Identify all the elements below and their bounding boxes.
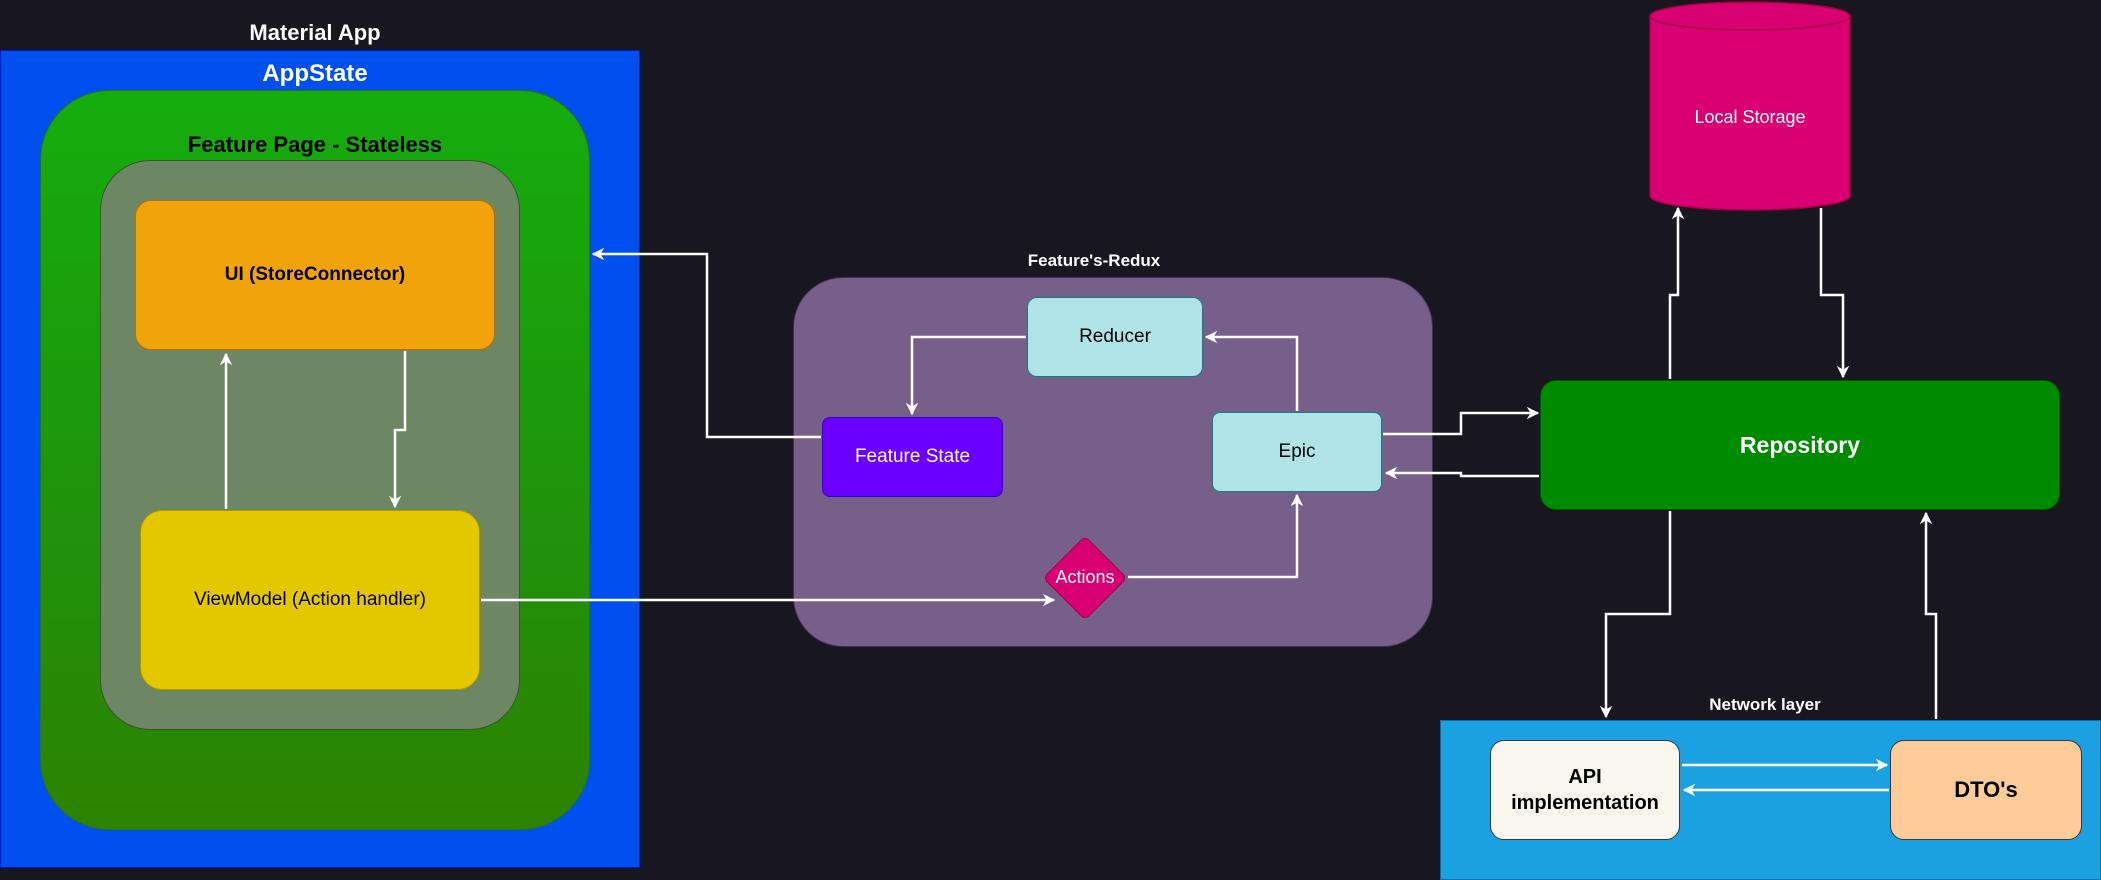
repository-label: Repository	[1739, 431, 1861, 458]
material-app-label: Material App	[249, 20, 381, 45]
view-model-label: ViewModel (Action handler)	[194, 589, 426, 610]
arrow-ui-to-viewmodel	[388, 351, 407, 509]
api-implementation-label-line1: API	[1568, 766, 1602, 788]
arrow-localstorage-to-repository	[1819, 208, 1850, 379]
reducer-box: Reducer	[1027, 297, 1203, 377]
network-layer-label: Network layer	[1709, 695, 1821, 714]
feature-page-label: Feature Page - Stateless	[187, 132, 443, 157]
ui-store-connector-box: UI (StoreConnector)	[135, 200, 495, 350]
arrow-epic-to-repository	[1383, 406, 1540, 436]
local-storage-label: Local Storage	[1694, 107, 1806, 127]
epic-label: Epic	[1278, 441, 1316, 462]
arrow-dtos-to-repository	[1919, 511, 1938, 719]
arrow-featurestate-to-appstate	[591, 247, 821, 439]
redux-group-label: Feature's-Redux	[1027, 251, 1161, 270]
view-model-box: ViewModel (Action handler)	[140, 510, 480, 690]
feature-state-label: Feature State	[854, 446, 971, 467]
dtos-label: DTO's	[1954, 777, 2018, 802]
actions-label: Actions	[1055, 567, 1115, 587]
feature-state-box: Feature State	[822, 417, 1003, 497]
arrow-repository-to-localstorage	[1668, 206, 1685, 379]
epic-box: Epic	[1212, 412, 1382, 492]
dtos-box: DTO's	[1890, 740, 2082, 840]
arrow-repository-to-api	[1599, 511, 1672, 719]
repository-box: Repository	[1540, 380, 2060, 510]
arrow-actions-to-epic	[1128, 493, 1304, 579]
reducer-label: Reducer	[1079, 326, 1151, 347]
app-state-label: AppState	[262, 60, 368, 87]
local-storage-cylinder	[1649, 1, 1851, 211]
ui-store-connector-label: UI (StoreConnector)	[224, 264, 406, 285]
arrow-epic-to-reducer	[1204, 330, 1299, 411]
arrow-repository-to-epic	[1384, 466, 1539, 480]
api-implementation-label-line2: implementation	[1511, 792, 1659, 814]
api-implementation-box: API implementation	[1490, 740, 1680, 840]
arrow-reducer-to-featurestate	[905, 335, 1026, 416]
